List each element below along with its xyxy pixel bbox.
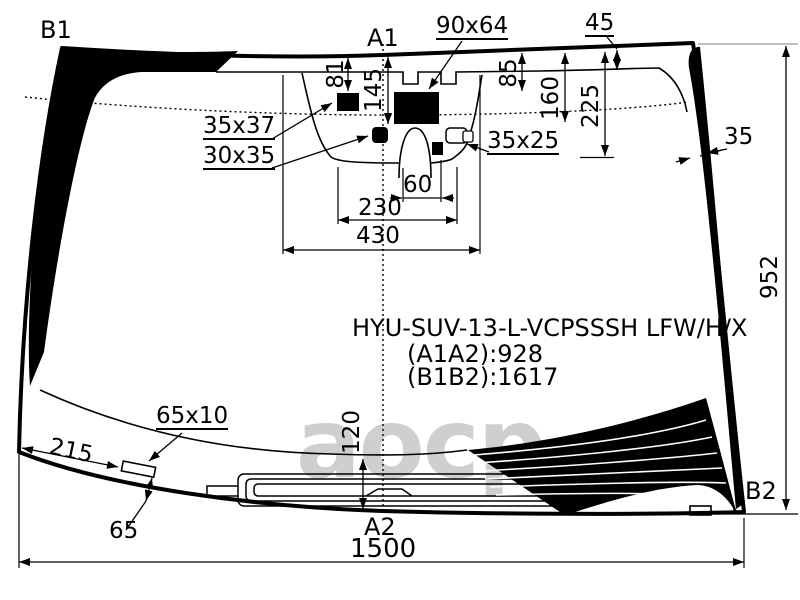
mirror-mount-30x35-mark xyxy=(372,127,388,143)
label-dim-145: 145 xyxy=(361,68,387,112)
sensor-small-mark xyxy=(432,142,443,155)
label-clip-65x10: 65x10 xyxy=(156,403,229,431)
label-dim-81: 81 xyxy=(323,59,349,89)
leader-35x25 xyxy=(466,143,490,153)
ceramic-bands xyxy=(28,46,745,512)
ref-point-a2: A2 xyxy=(364,513,396,541)
dim-b1b2: (B1B2):1617 xyxy=(407,363,559,391)
clip-bottom-right-mark xyxy=(689,505,712,516)
dim-a1a2: (A1A2):928 xyxy=(407,340,543,368)
dim-65 xyxy=(144,477,154,502)
label-dim-120: 120 xyxy=(339,410,365,454)
bracket-35x37-mark xyxy=(337,93,359,111)
leader-35x37 xyxy=(271,102,333,140)
label-dim-60: 60 xyxy=(403,172,433,198)
label-dim-85: 85 xyxy=(496,58,522,88)
ref-point-b2: B2 xyxy=(745,477,777,505)
ref-point-a1: A1 xyxy=(367,24,399,52)
pad-tab-mark xyxy=(462,130,474,143)
label-mirror-30x35: 30x35 xyxy=(203,143,276,171)
leader-30x35 xyxy=(271,135,369,169)
sensor-marks xyxy=(337,92,474,155)
label-dim-45: 45 xyxy=(585,10,615,38)
dim-215 xyxy=(21,446,119,469)
label-dim-65: 65 xyxy=(109,518,139,544)
heater-stripes-on-band xyxy=(473,419,727,498)
label-camera-90x64: 90x64 xyxy=(436,13,509,41)
label-dim-952: 952 xyxy=(757,255,783,299)
camera-90x64-mark xyxy=(394,92,439,124)
label-dim-430: 430 xyxy=(356,223,400,249)
ref-point-b1: B1 xyxy=(40,16,72,44)
dimension-lines xyxy=(19,46,790,566)
leader-90x64 xyxy=(428,40,463,90)
clip-65x10-mark xyxy=(120,460,157,479)
label-dim-35: 35 xyxy=(724,124,754,150)
label-bracket-35x37: 35x37 xyxy=(203,113,276,141)
label-dim-230: 230 xyxy=(358,195,402,221)
label-dim-225: 225 xyxy=(578,84,604,128)
part-code: HYU-SUV-13-L-VCPSSSH LFW/H/X xyxy=(352,314,748,342)
leader-65x10 xyxy=(148,432,183,462)
leader-lines xyxy=(148,40,723,462)
leader-tails xyxy=(125,36,728,531)
dim-35-left-arrow xyxy=(675,157,691,165)
label-dim-160: 160 xyxy=(538,76,564,120)
watermark: аоср xyxy=(296,388,546,500)
label-dim-1500: 1500 xyxy=(350,534,417,564)
label-sensor-35x25: 35x25 xyxy=(487,128,560,156)
